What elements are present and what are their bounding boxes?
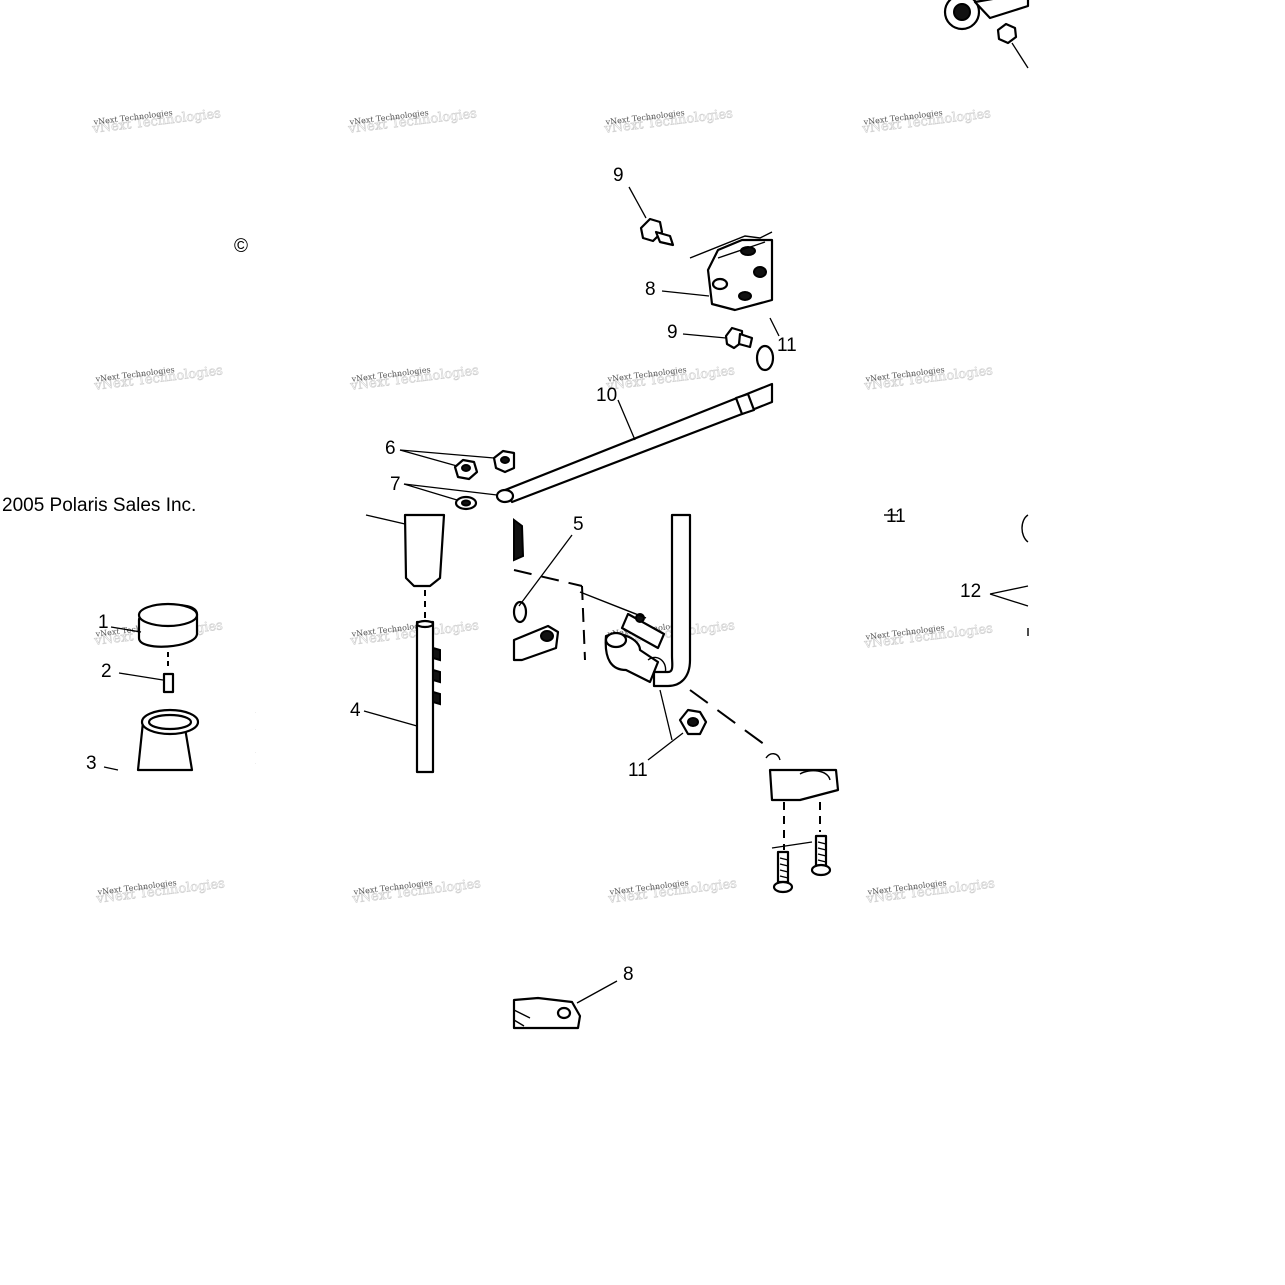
callout-12: 12	[960, 581, 981, 602]
callout-11-lower: 11	[628, 760, 648, 781]
bolt-upper	[628, 186, 675, 247]
watermark: vNext Technologies vNext Technologies	[864, 876, 996, 907]
link-arm-item-5	[512, 518, 586, 662]
callout-1: 1	[98, 612, 109, 633]
watermark: vNext Technologies vNext Technologies	[862, 621, 994, 652]
callout-9-lower: 9	[667, 322, 678, 343]
watermark: vNext Technologies vNext Technologies	[604, 363, 736, 394]
bracket-pivot	[579, 591, 667, 684]
bracket-lower-center	[512, 980, 618, 1030]
watermark: vNext Technologies vNext Technologies	[860, 106, 992, 137]
callout-7: 7	[390, 474, 401, 495]
washer-upper	[755, 317, 780, 372]
callout-8-upper: 8	[645, 279, 656, 300]
bolt-item-2	[118, 652, 175, 694]
callout-11-right: 11	[886, 506, 906, 527]
nut-item-11	[647, 708, 708, 761]
copyright-symbol: ©	[234, 236, 248, 257]
cap-item-1	[110, 602, 199, 648]
watermark: vNext Technologies vNext Technologies	[602, 106, 734, 137]
top-right-bushing-fragment	[943, 0, 1030, 69]
bolt-lower	[682, 326, 754, 350]
callout-2: 2	[101, 661, 112, 682]
bolt-lower-right	[771, 834, 832, 877]
nut-set	[399, 449, 516, 481]
callout-6: 6	[385, 438, 396, 459]
callout-3: 3	[86, 753, 97, 774]
callout-5: 5	[573, 514, 584, 535]
boot-item-3	[103, 708, 200, 772]
watermark: vNext Technologies vNext Technologies	[348, 618, 480, 649]
tile-crop-masks	[256, 514, 346, 772]
vertical-bar	[652, 513, 898, 741]
sway-bar-rod	[495, 382, 774, 504]
washer-set	[403, 483, 498, 511]
dashed-assembly-guide	[689, 689, 773, 751]
callout-labels: 1 2 3 4 5 6 7 8 8 9 9 10 11 11 11 12	[86, 165, 981, 985]
watermark: vNext Technologies vNext Technologies	[862, 363, 994, 394]
bolt-lower-left	[772, 850, 794, 894]
bracket-upper	[661, 231, 774, 312]
watermark: vNext Technologies vNext Technologies	[346, 106, 478, 137]
callout-4: 4	[350, 700, 361, 721]
watermark: vNext Technologies vNext Technologies	[90, 106, 222, 137]
callout-9-upper: 9	[613, 165, 624, 186]
lower-bracket	[765, 753, 840, 850]
callout-10: 10	[596, 385, 617, 406]
shaft-assembly	[363, 513, 446, 774]
right-edge-fragment	[989, 514, 1029, 636]
copyright-text: 2005 Polaris Sales Inc.	[2, 495, 196, 516]
callout-11-upper: 11	[777, 335, 797, 356]
callout-8-lower: 8	[623, 964, 634, 985]
watermark: vNext Technologies vNext Technologies	[92, 363, 224, 394]
watermark: vNext Technologies vNext Technologies	[348, 363, 480, 394]
